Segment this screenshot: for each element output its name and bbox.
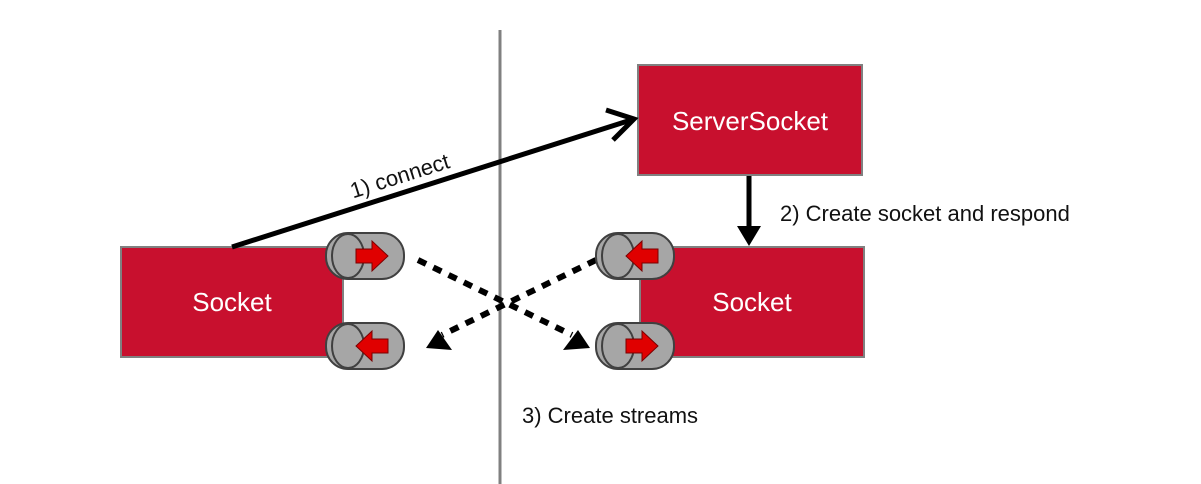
stream-connections <box>416 257 598 350</box>
client-socket-node: Socket <box>120 246 344 358</box>
server-side-socket-label: Socket <box>712 287 792 317</box>
server-output-stream-icon <box>595 322 675 370</box>
create-streams-label: 3) Create streams <box>522 403 698 428</box>
server-socket-label: ServerSocket <box>672 106 829 136</box>
client-output-stream-icon <box>325 232 405 280</box>
client-input-stream-icon <box>325 322 405 370</box>
server-socket-node: ServerSocket <box>637 64 863 176</box>
stream-arrowhead-left <box>426 330 452 350</box>
stream-arrowhead-right <box>563 330 590 350</box>
server-input-stream-icon <box>595 232 675 280</box>
client-socket-label: Socket <box>192 287 272 317</box>
server-side-socket-node: Socket <box>639 246 865 358</box>
create-socket-label: 2) Create socket and respond <box>780 201 1070 226</box>
connect-edge <box>231 107 639 250</box>
create-socket-edge <box>737 176 761 246</box>
